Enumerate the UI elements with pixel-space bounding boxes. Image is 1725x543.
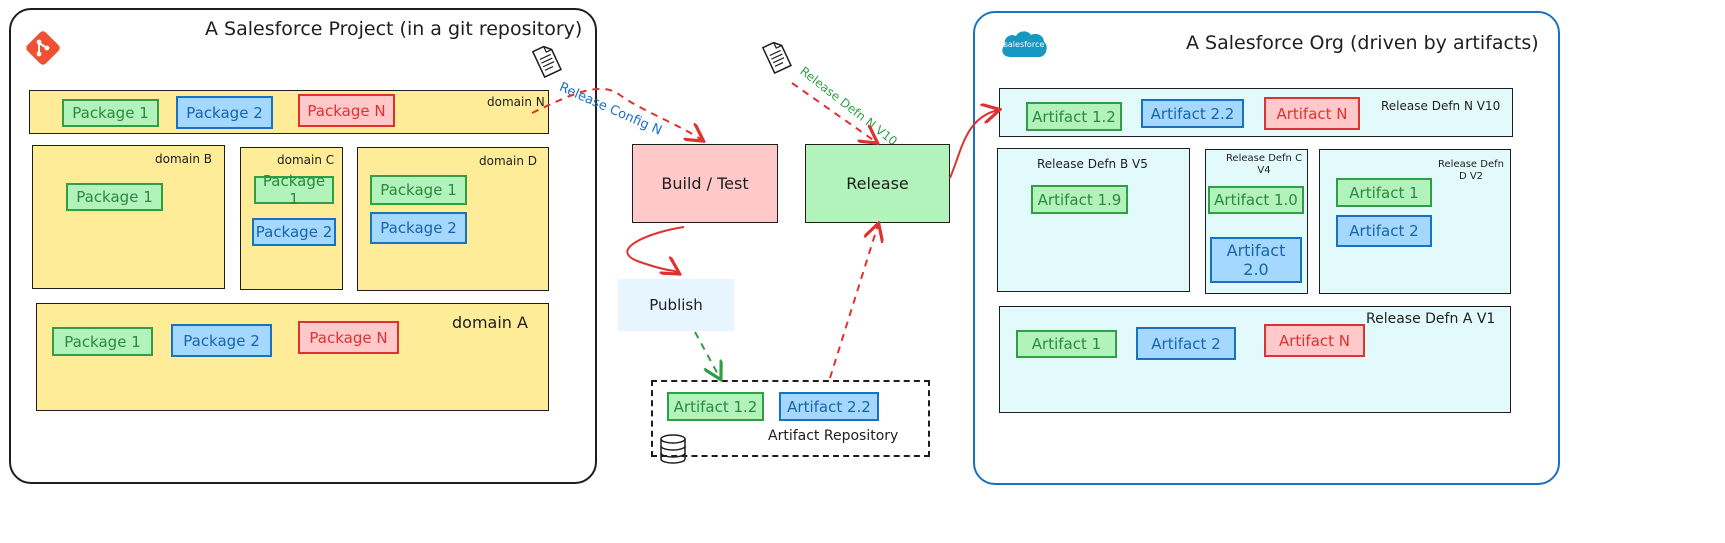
release-b-label: Release Defn B V5	[1037, 157, 1148, 171]
domain-n-label: domain N	[487, 95, 545, 109]
arrow-build-to-publish	[626, 226, 685, 273]
org-title: A Salesforce Org (driven by artifacts)	[1186, 32, 1539, 54]
arrow-release-to-org	[949, 110, 998, 179]
release-n-artifact-n: Artifact N	[1264, 97, 1360, 130]
release-d-artifact-2: Artifact 2	[1336, 215, 1432, 247]
domain-n-package-1: Package 1	[62, 99, 159, 127]
domain-c-label: domain C	[277, 153, 335, 167]
release-n-artifact-1-2: Artifact 1.2	[1026, 102, 1122, 131]
domain-a-package-2: Package 2	[171, 324, 272, 357]
release-n-artifact-2-2: Artifact 2.2	[1141, 99, 1244, 128]
domain-a-package-n: Package N	[298, 321, 399, 354]
release-d-label: Release Defn D V2	[1438, 159, 1504, 182]
release-box: Release	[805, 144, 950, 223]
domain-d-label: domain D	[479, 154, 537, 168]
build-test-box: Build / Test	[632, 144, 778, 223]
salesforce-logo-text: salesforce	[1003, 40, 1045, 49]
domain-a-label: domain A	[452, 313, 528, 332]
document-icon	[530, 44, 562, 79]
release-a-artifact-1: Artifact 1	[1016, 330, 1117, 358]
domain-d-package-2: Package 2	[370, 212, 467, 244]
project-title: A Salesforce Project (in a git repositor…	[205, 18, 583, 40]
release-a-artifact-2: Artifact 2	[1136, 327, 1236, 360]
release-a-artifact-n: Artifact N	[1264, 324, 1365, 357]
release-d-artifact-1: Artifact 1	[1336, 178, 1432, 207]
release-a-label: Release Defn A V1	[1366, 311, 1496, 327]
git-logo-icon	[25, 30, 61, 66]
project-frame	[9, 8, 597, 484]
domain-b-package-1: Package 1	[66, 183, 163, 211]
repo-artifact-1-2: Artifact 1.2	[667, 392, 764, 421]
arrow-publish-to-repo	[694, 331, 720, 378]
repo-artifact-2-2: Artifact 2.2	[779, 392, 879, 421]
release-c-label: Release Defn C V4	[1225, 153, 1303, 176]
arrow-repo-to-release	[829, 225, 878, 379]
release-b-artifact-1-9: Artifact 1.9	[1031, 185, 1128, 214]
domain-d-package-1: Package 1	[370, 175, 467, 205]
document-icon	[760, 40, 792, 75]
release-c-artifact-2-0: Artifact 2.0	[1210, 237, 1302, 283]
domain-n-package-n: Package N	[298, 94, 395, 127]
domain-a	[36, 303, 549, 411]
release-n-label: Release Defn N V10	[1381, 99, 1501, 113]
domain-c-package-1: Package 1	[254, 172, 334, 208]
release-b	[997, 148, 1190, 292]
domain-b	[32, 145, 225, 289]
domain-n-package-2: Package 2	[176, 96, 273, 129]
org-frame	[973, 11, 1560, 485]
domain-a-package-1: Package 1	[52, 327, 153, 356]
arrow-config-to-build	[531, 87, 702, 140]
artifact-repository-label: Artifact Repository	[768, 428, 899, 444]
artifact-repository	[651, 380, 930, 457]
release-a	[999, 306, 1511, 413]
salesforce-cloud-icon: salesforce	[998, 27, 1050, 61]
release-c-artifact-1-0: Artifact 1.0	[1208, 186, 1304, 214]
publish-box: Publish	[618, 279, 734, 331]
domain-b-label: domain B	[155, 152, 212, 166]
arrow-defn-to-release	[791, 82, 876, 142]
domain-c-package-2: Package 2	[252, 218, 336, 246]
database-icon	[656, 432, 690, 466]
